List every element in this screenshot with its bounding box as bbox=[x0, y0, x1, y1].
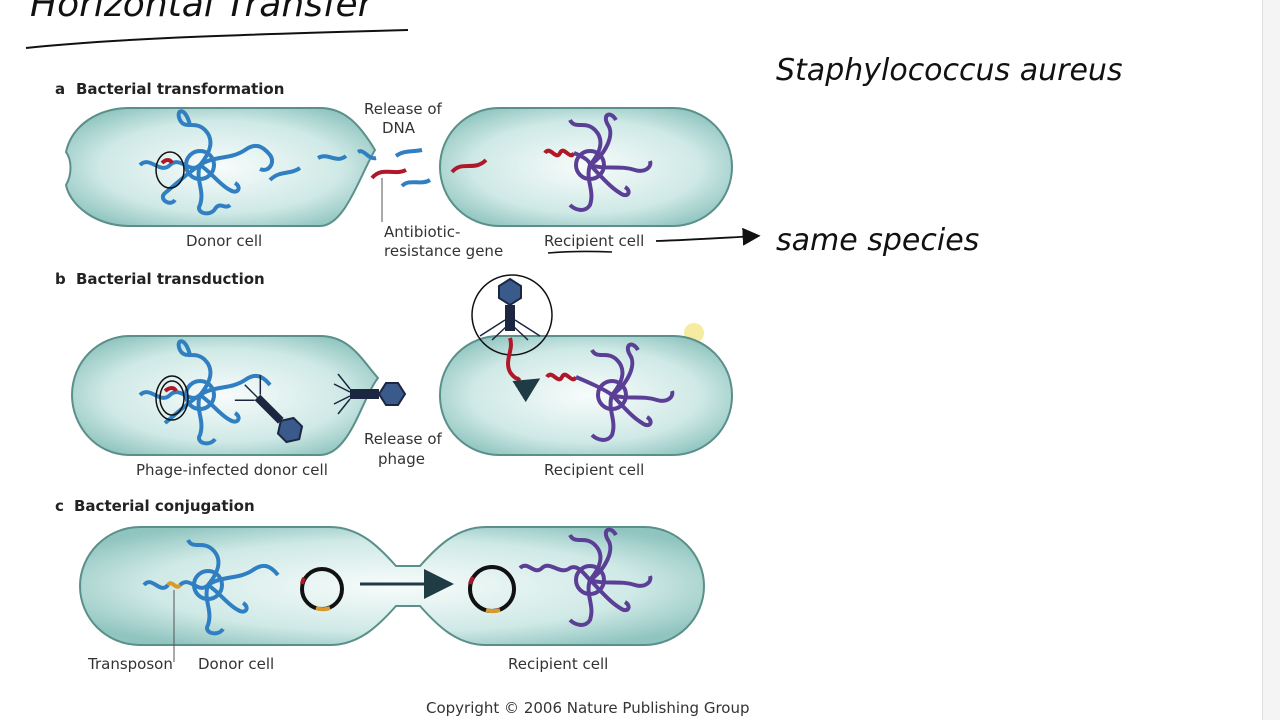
panel-c-mating-cells bbox=[78, 526, 706, 646]
panel-a-donor-cell bbox=[64, 107, 377, 227]
handwritten-species: Staphylococcus aureus bbox=[776, 53, 1123, 88]
panel-a-entering-gene bbox=[450, 158, 488, 174]
panel-a-free-dna-4 bbox=[394, 148, 423, 158]
panel-b-donor-cell bbox=[70, 335, 380, 456]
panel-a-recipient-cell bbox=[439, 107, 733, 227]
panel-b-insertion-arrow bbox=[512, 378, 541, 403]
panel-c-donor-chromosome bbox=[142, 538, 280, 636]
panel-a-free-dna-2 bbox=[316, 154, 348, 161]
panel-a-free-dna-1 bbox=[268, 166, 302, 182]
panel-c-donor-label: Donor cell bbox=[198, 655, 274, 673]
panel-a-free-dna-5 bbox=[400, 178, 432, 188]
panel-a-resistance-gene bbox=[370, 168, 407, 180]
title-underline bbox=[25, 29, 409, 49]
panel-c-recipient-label: Recipient cell bbox=[508, 655, 608, 673]
panel-b-release-label-1: Release of bbox=[364, 430, 443, 448]
panel-a-donor-label: Donor cell bbox=[186, 232, 262, 250]
copyright-notice: Copyright © 2006 Nature Publishing Group bbox=[426, 699, 750, 717]
panel-a-gene-label-1: Antibiotic- bbox=[384, 223, 460, 241]
panel-b-circle-annotation-2 bbox=[159, 380, 185, 416]
panel-b-donor-label: Phage-infected donor cell bbox=[136, 461, 328, 479]
panel-c-transposon-label: Transposon bbox=[87, 655, 173, 673]
panel-b-infecting-phage bbox=[479, 277, 541, 341]
arrow-to-same-species bbox=[655, 227, 761, 246]
panel-c-recipient-chromosome bbox=[518, 527, 653, 627]
panel-b-circle-annotation-3 bbox=[471, 274, 553, 356]
panel-b-title: Bacterial transduction bbox=[76, 270, 265, 288]
panel-a-release-label-2: DNA bbox=[382, 119, 416, 137]
panel-a-release-label-1: Release of bbox=[364, 100, 443, 118]
panel-c-conjugation: c Bacterial conjugation bbox=[55, 497, 706, 673]
panel-b-transduction: b Bacterial transduction bbox=[55, 270, 733, 479]
handwritten-same-species: same species bbox=[776, 223, 979, 258]
panel-b-circle-annotation-1 bbox=[155, 375, 189, 421]
recipient-underline bbox=[547, 250, 613, 254]
panel-b-donor-chromosome bbox=[138, 339, 272, 446]
panel-a-circle-annotation bbox=[155, 151, 185, 189]
panel-a-gene-label-2: resistance gene bbox=[384, 242, 503, 260]
panel-b-letter: b bbox=[55, 270, 66, 288]
panel-c-donor-plasmid bbox=[300, 567, 344, 612]
panel-a-letter: a bbox=[55, 80, 65, 98]
panel-a-recipient-chromosome bbox=[543, 112, 653, 212]
panel-c-title: Bacterial conjugation bbox=[74, 497, 255, 515]
handwritten-title: Horizontal Transfer bbox=[30, 0, 375, 25]
panel-a-recipient-label: Recipient cell bbox=[544, 232, 644, 250]
panel-a-title: Bacterial transformation bbox=[76, 80, 284, 98]
handwritten-notes: Horizontal Transfer Staphylococcus aureu… bbox=[25, 0, 1123, 343]
panel-b-released-phage bbox=[333, 373, 407, 415]
panel-b-phage-in-donor bbox=[234, 374, 304, 444]
panel-a-free-dna-3 bbox=[356, 149, 377, 161]
panel-b-recipient-chromosome bbox=[545, 342, 675, 442]
right-edge-strip bbox=[1262, 0, 1280, 720]
panel-c-letter: c bbox=[55, 497, 64, 515]
panel-a-donor-chromosome bbox=[138, 109, 275, 216]
panel-b-release-label-2: phage bbox=[378, 450, 425, 468]
panel-a-transformation: a Bacterial transformation bbox=[55, 80, 733, 260]
panel-b-recipient-cell bbox=[439, 335, 733, 456]
panel-c-recipient-plasmid bbox=[468, 565, 516, 614]
panel-b-recipient-label: Recipient cell bbox=[544, 461, 644, 479]
